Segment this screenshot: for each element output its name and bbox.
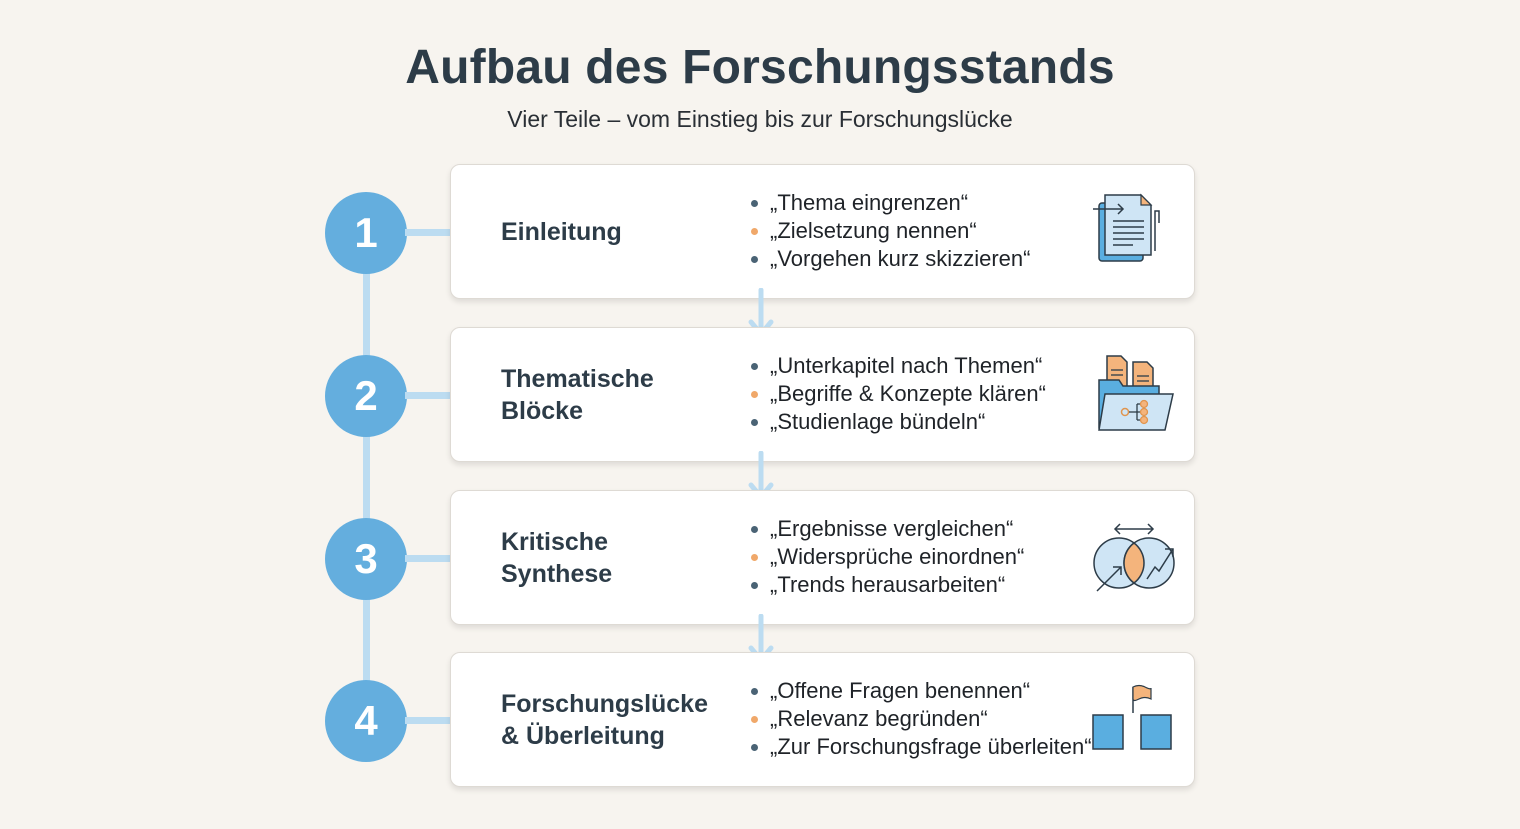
bullet-text: „Studienlage bündeln“: [770, 409, 986, 434]
timeline-spine: [363, 232, 370, 720]
connector-line: [405, 392, 452, 399]
bullet-text: „Vorgehen kurz skizzieren“: [770, 246, 1031, 271]
bullet-item: „Studienlage bündeln“: [751, 408, 1046, 436]
bullet-dot-icon: [751, 418, 758, 426]
bullet-text: „Begriffe & Konzepte klären“: [770, 381, 1046, 406]
bullet-text: „Zielsetzung nennen“: [770, 218, 977, 243]
gap-flag-icon: [1092, 684, 1172, 750]
bullet-dot-icon: [751, 362, 758, 370]
step-title: Forschungslücke & Überleitung: [501, 689, 708, 750]
step-card: Einleitung „Thema eingrenzen“ „Zielsetzu…: [450, 164, 1195, 299]
bullet-item: „Unterkapitel nach Themen“: [751, 352, 1046, 380]
bullet-dot-icon: [751, 687, 758, 695]
step-card: Forschungslücke & Überleitung „Offene Fr…: [450, 652, 1195, 787]
bullet-dot-icon: [751, 581, 758, 589]
bullet-dot-icon: [751, 255, 758, 263]
bullet-dot-icon: [751, 390, 758, 398]
bullet-item: „Offene Fragen benennen“: [751, 677, 1092, 705]
bullet-item: „Vorgehen kurz skizzieren“: [751, 245, 1030, 273]
venn-compare-icon: [1093, 523, 1175, 592]
bullet-list: „Offene Fragen benennen“ „Relevanz begrü…: [751, 677, 1092, 761]
bullet-text: „Offene Fragen benennen“: [770, 678, 1031, 703]
bullet-text: „Relevanz begründen“: [770, 706, 988, 731]
step-4: 4 Forschungslücke & Überleitung „Offene …: [0, 652, 1520, 787]
bullet-list: „Unterkapitel nach Themen“ „Begriffe & K…: [751, 352, 1046, 436]
bullet-dot-icon: [751, 743, 758, 751]
bullet-item: „Ergebnisse vergleichen“: [751, 515, 1024, 543]
bullet-text: „Widersprüche einordnen“: [770, 544, 1025, 569]
bullet-item: „Begriffe & Konzepte klären“: [751, 380, 1046, 408]
step-number-badge: 1: [325, 192, 407, 274]
connector-line: [405, 229, 452, 236]
connector-line: [405, 717, 452, 724]
bullet-text: „Zur Forschungsfrage überleiten“: [770, 734, 1092, 759]
document-icon: [1093, 193, 1160, 262]
step-number-badge: 4: [325, 680, 407, 762]
step-3: 3 Kritische Synthese „Ergebnisse verglei…: [0, 490, 1520, 625]
bullet-dot-icon: [751, 199, 758, 207]
step-number-badge: 2: [325, 355, 407, 437]
bullet-item: „Relevanz begründen“: [751, 705, 1092, 733]
bullet-item: „Widersprüche einordnen“: [751, 543, 1024, 571]
step-2: 2 Thematische Blöcke „Unterkapitel nach …: [0, 327, 1520, 462]
bullet-dot-icon: [751, 525, 758, 533]
page-subtitle: Vier Teile – vom Einstieg bis zur Forsch…: [507, 106, 1013, 132]
step-number-badge: 3: [325, 518, 407, 600]
step-1: 1 Einleitung „Thema eingrenzen“ „Zielset…: [0, 164, 1520, 299]
step-title: Kritische Synthese: [501, 527, 613, 588]
bullet-dot-icon: [751, 553, 758, 561]
bullet-text: „Thema eingrenzen“: [770, 190, 969, 215]
bullet-item: „Trends herausarbeiten“: [751, 571, 1024, 599]
bullet-item: „Zur Forschungsfrage überleiten“: [751, 733, 1092, 761]
bullet-dot-icon: [751, 227, 758, 235]
folder-hierarchy-icon: [1098, 355, 1174, 431]
bullet-text: „Ergebnisse vergleichen“: [770, 516, 1014, 541]
page-title: Aufbau des Forschungsstands: [405, 41, 1115, 94]
bullet-text: „Unterkapitel nach Themen“: [770, 353, 1043, 378]
bullet-item: „Thema eingrenzen“: [751, 189, 1030, 217]
step-title: Einleitung: [501, 217, 622, 246]
bullet-list: „Ergebnisse vergleichen“ „Widersprüche e…: [751, 515, 1024, 599]
bullet-list: „Thema eingrenzen“ „Zielsetzung nennen“ …: [751, 189, 1030, 273]
connector-line: [405, 555, 452, 562]
step-title: Thematische Blöcke: [501, 364, 654, 425]
step-card: Kritische Synthese „Ergebnisse vergleich…: [450, 490, 1195, 625]
bullet-dot-icon: [751, 715, 758, 723]
bullet-text: „Trends herausarbeiten“: [770, 572, 1006, 597]
bullet-item: „Zielsetzung nennen“: [751, 217, 1030, 245]
step-card: Thematische Blöcke „Unterkapitel nach Th…: [450, 327, 1195, 462]
